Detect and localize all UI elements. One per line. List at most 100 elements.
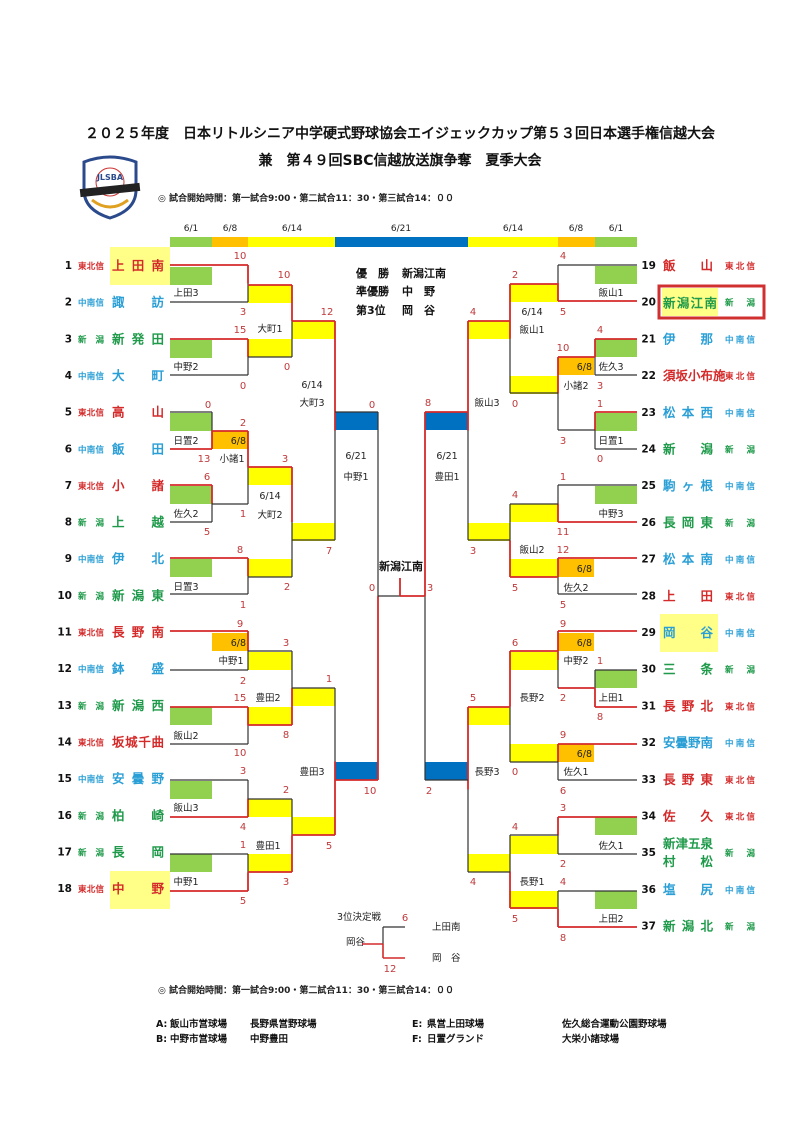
score: 5 bbox=[326, 841, 332, 852]
score: 4 bbox=[560, 251, 566, 262]
team-name: 大町 bbox=[112, 368, 164, 383]
score: 2 bbox=[240, 418, 246, 429]
team-number: 35 bbox=[641, 847, 656, 859]
team-name: 安曇野 bbox=[112, 771, 164, 786]
score: 0 bbox=[240, 381, 246, 392]
venue-code: F: bbox=[412, 1034, 422, 1045]
score: 5 bbox=[512, 914, 518, 925]
round-6-14-fill bbox=[248, 339, 292, 357]
team-number: 31 bbox=[641, 700, 656, 712]
team-region: 東北信 bbox=[725, 775, 755, 786]
score: 15 bbox=[234, 693, 247, 704]
match-venue-label: 長野2 bbox=[519, 693, 544, 704]
match-venue-label: 中野1 bbox=[173, 876, 198, 888]
result-team: 新潟江南 bbox=[402, 266, 446, 280]
score: 3 bbox=[560, 436, 566, 447]
team-region: 東北信 bbox=[78, 884, 104, 895]
score: 4 bbox=[560, 877, 566, 888]
venue-name: 飯山市営球場 bbox=[169, 1018, 228, 1030]
team-name: 柏崎 bbox=[112, 808, 164, 823]
score: 1 bbox=[326, 674, 332, 685]
score: 1 bbox=[597, 656, 603, 667]
match-venue-label: 6/14 bbox=[259, 491, 280, 502]
team-region: 中南信 bbox=[725, 555, 755, 566]
round-6-14-fill bbox=[248, 707, 292, 725]
start-time-note: ◎ 試合開始時間：第一試合9:00・第二試合11：30・第三試合14：００ bbox=[158, 192, 454, 204]
score: 3 bbox=[470, 546, 476, 557]
score: 6 bbox=[512, 638, 518, 649]
score: 9 bbox=[560, 730, 566, 741]
round-date: 6/1 bbox=[609, 224, 623, 234]
team-number: 13 bbox=[57, 700, 72, 712]
round-6-14-fill bbox=[468, 321, 510, 339]
team-name: 小諸 bbox=[111, 478, 164, 493]
team-region: 新潟 bbox=[78, 334, 104, 345]
team-number: 18 bbox=[57, 883, 72, 895]
score: 2 bbox=[283, 785, 289, 796]
team-region: 新潟 bbox=[78, 518, 104, 529]
third-place-match: 3位決定戦 上田南 岡 谷 岡谷 bbox=[337, 911, 461, 964]
first-round-fill bbox=[170, 486, 212, 504]
score: 1 bbox=[560, 472, 566, 483]
team-region: 東北信 bbox=[725, 371, 755, 382]
score: 5 bbox=[512, 583, 518, 594]
team-region: 新潟 bbox=[78, 847, 104, 858]
round-6-14-fill bbox=[510, 891, 558, 909]
round-date: 6/14 bbox=[282, 224, 302, 234]
score: 5 bbox=[204, 527, 210, 538]
score: 5 bbox=[470, 693, 476, 704]
score: 0 bbox=[369, 583, 375, 594]
team-region: 新潟 bbox=[725, 298, 755, 309]
score: 2 bbox=[240, 676, 246, 687]
highlight-team-29 bbox=[660, 614, 718, 652]
score: 3 bbox=[597, 381, 603, 392]
score: 2 bbox=[426, 786, 432, 797]
team-region: 新潟 bbox=[78, 811, 104, 822]
first-round-fill bbox=[595, 413, 637, 431]
third-place-title: 3位決定戦 bbox=[337, 911, 382, 923]
team-region: 新潟 bbox=[725, 665, 755, 676]
team-number: 21 bbox=[641, 333, 656, 345]
match-venue-label: 6/14 bbox=[521, 307, 542, 318]
match-venue-label: 小諸2 bbox=[563, 380, 588, 392]
round-6-8-fill bbox=[558, 559, 594, 577]
team-number: 33 bbox=[641, 774, 656, 786]
third-place-team-bottom: 岡 谷 bbox=[432, 953, 461, 964]
team-region: 東北信 bbox=[725, 591, 755, 602]
score: 12 bbox=[384, 964, 397, 975]
team-name: 松本西 bbox=[663, 405, 713, 420]
team-number: 37 bbox=[641, 921, 656, 933]
match-venue-label: 日置1 bbox=[598, 436, 623, 447]
round-6-14-fill bbox=[248, 652, 292, 670]
team-name-line2: 村松 bbox=[663, 854, 713, 869]
score: 13 bbox=[198, 454, 211, 465]
match-venue-label: 飯山1 bbox=[598, 287, 623, 299]
round-6-8-fill bbox=[212, 431, 248, 449]
page-title: ２０２５年度 日本リトルシニア中学硬式野球協会エイジェックカップ第５３回日本選手… bbox=[85, 125, 716, 142]
match-venue-label: 上田1 bbox=[598, 693, 623, 704]
team-name: 駒ヶ根 bbox=[663, 478, 713, 493]
team-row: 7 東北信小諸 bbox=[65, 478, 165, 493]
team-number: 1 bbox=[65, 260, 72, 272]
score: 3 bbox=[283, 877, 289, 888]
round-6-14-fill bbox=[510, 376, 558, 394]
team-number: 7 bbox=[65, 480, 72, 492]
round-6-14-fill bbox=[468, 854, 510, 872]
team-region: 中南信 bbox=[725, 885, 755, 896]
team-number: 5 bbox=[65, 407, 72, 419]
first-round-fill bbox=[170, 707, 212, 725]
score: 4 bbox=[512, 822, 518, 833]
score: 15 bbox=[234, 325, 247, 336]
round-6-14-fill bbox=[292, 817, 335, 835]
round-6-14-fill bbox=[248, 467, 292, 485]
team-name: 三条 bbox=[663, 662, 713, 677]
team-region: 東北信 bbox=[78, 481, 104, 492]
venue-name: 県営上田球場 bbox=[427, 1018, 485, 1030]
score: 8 bbox=[560, 933, 566, 944]
